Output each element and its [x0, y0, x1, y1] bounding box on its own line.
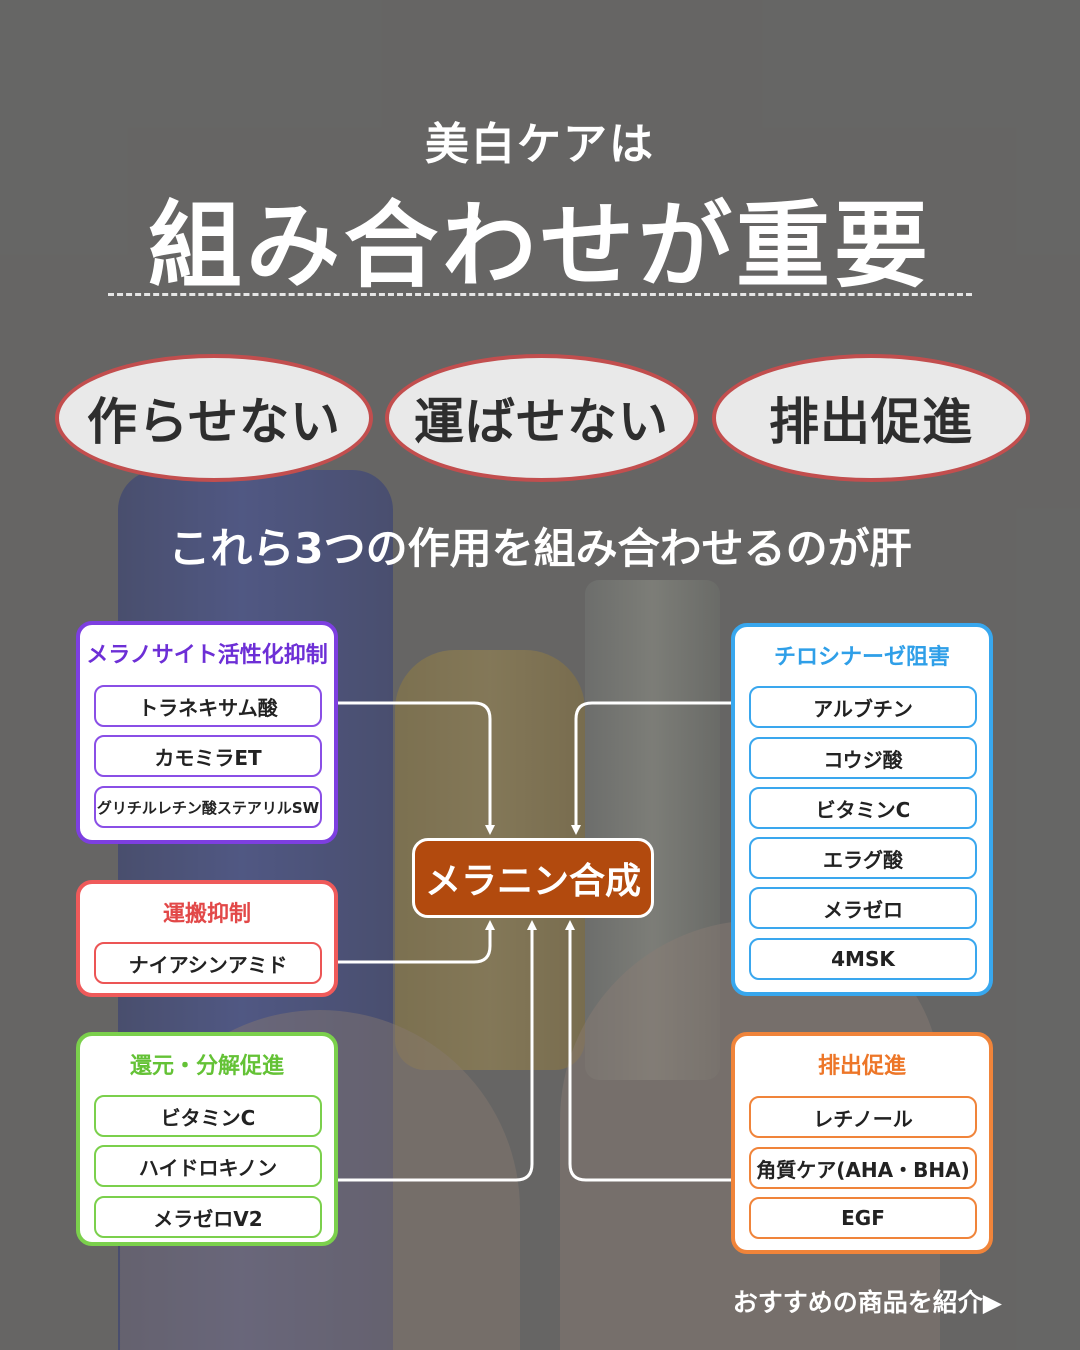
- box-title: 運搬抑制: [162, 902, 251, 927]
- ingredient-pill: ハイドロキノン: [94, 1145, 322, 1187]
- arrow-tyrosinase: [571, 701, 731, 835]
- ingredient-pill: カモミラET: [94, 735, 322, 777]
- oval-label-1: 作らせない: [55, 354, 373, 482]
- arrow-reduction: [338, 920, 537, 1182]
- ingredient-pill: メラゼロ: [749, 887, 977, 929]
- header-title: 組み合わせが重要: [147, 192, 932, 301]
- box-reduction-decomposition: 還元・分解促進 ビタミンC ハイドロキノン メラゼロV2: [76, 1032, 338, 1246]
- arrow-excretion: [565, 920, 731, 1182]
- melanin-synthesis-node: メラニン合成: [412, 838, 654, 918]
- ingredient-pill: コウジ酸: [749, 737, 977, 779]
- box-melanocyte-inhibition: メラノサイト活性化抑制 トラネキサム酸 カモミラET グリチルレチン酸ステアリル…: [76, 621, 338, 844]
- ingredient-pill: 4MSK: [749, 938, 977, 980]
- ingredient-pill: ビタミンC: [749, 787, 977, 829]
- arrow-transport: [338, 920, 495, 964]
- box-transport-inhibition: 運搬抑制 ナイアシンアミド: [76, 880, 338, 997]
- ingredient-pill: グリチルレチン酸ステアリルSW: [94, 786, 322, 828]
- box-title: 排出促進: [817, 1054, 906, 1079]
- oval-label-3: 排出促進: [712, 354, 1030, 482]
- box-title: 還元・分解促進: [129, 1054, 284, 1079]
- ingredient-pill: メラゼロV2: [94, 1196, 322, 1238]
- ingredient-pill: エラグ酸: [749, 837, 977, 879]
- ingredient-pill: ビタミンC: [94, 1095, 322, 1137]
- tagline: これら3つの作用を組み合わせるのが肝: [168, 524, 912, 573]
- box-title: メラノサイト活性化抑制: [86, 643, 328, 668]
- header-subtitle: 美白ケアは: [425, 119, 655, 170]
- box-tyrosinase-inhibition: チロシナーゼ阻害 アルブチン コウジ酸 ビタミンC エラグ酸 メラゼロ 4MSK: [731, 623, 993, 996]
- ingredient-pill: 角質ケア(AHA・BHA): [749, 1147, 977, 1189]
- next-page-link[interactable]: おすすめの商品を紹介▶: [732, 1288, 1002, 1317]
- arrow-melanocyte: [338, 701, 495, 835]
- ingredient-pill: アルブチン: [749, 686, 977, 728]
- box-title: チロシナーゼ阻害: [773, 645, 950, 670]
- box-excretion-promotion: 排出促進 レチノール 角質ケア(AHA・BHA) EGF: [731, 1032, 993, 1254]
- ingredient-pill: レチノール: [749, 1096, 977, 1138]
- dashed-divider: [108, 293, 972, 296]
- oval-label-2: 運ばせない: [385, 354, 698, 482]
- ingredient-pill: EGF: [749, 1197, 977, 1239]
- ingredient-pill: トラネキサム酸: [94, 685, 322, 727]
- ingredient-pill: ナイアシンアミド: [94, 942, 322, 984]
